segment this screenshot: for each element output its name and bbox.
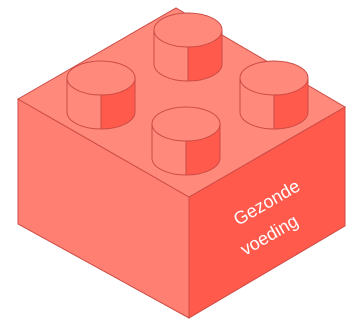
brick-top-face [16,7,346,198]
stud-back [153,12,223,82]
stud-left [66,60,136,130]
stud-front [151,106,221,176]
stud-right [239,60,309,130]
